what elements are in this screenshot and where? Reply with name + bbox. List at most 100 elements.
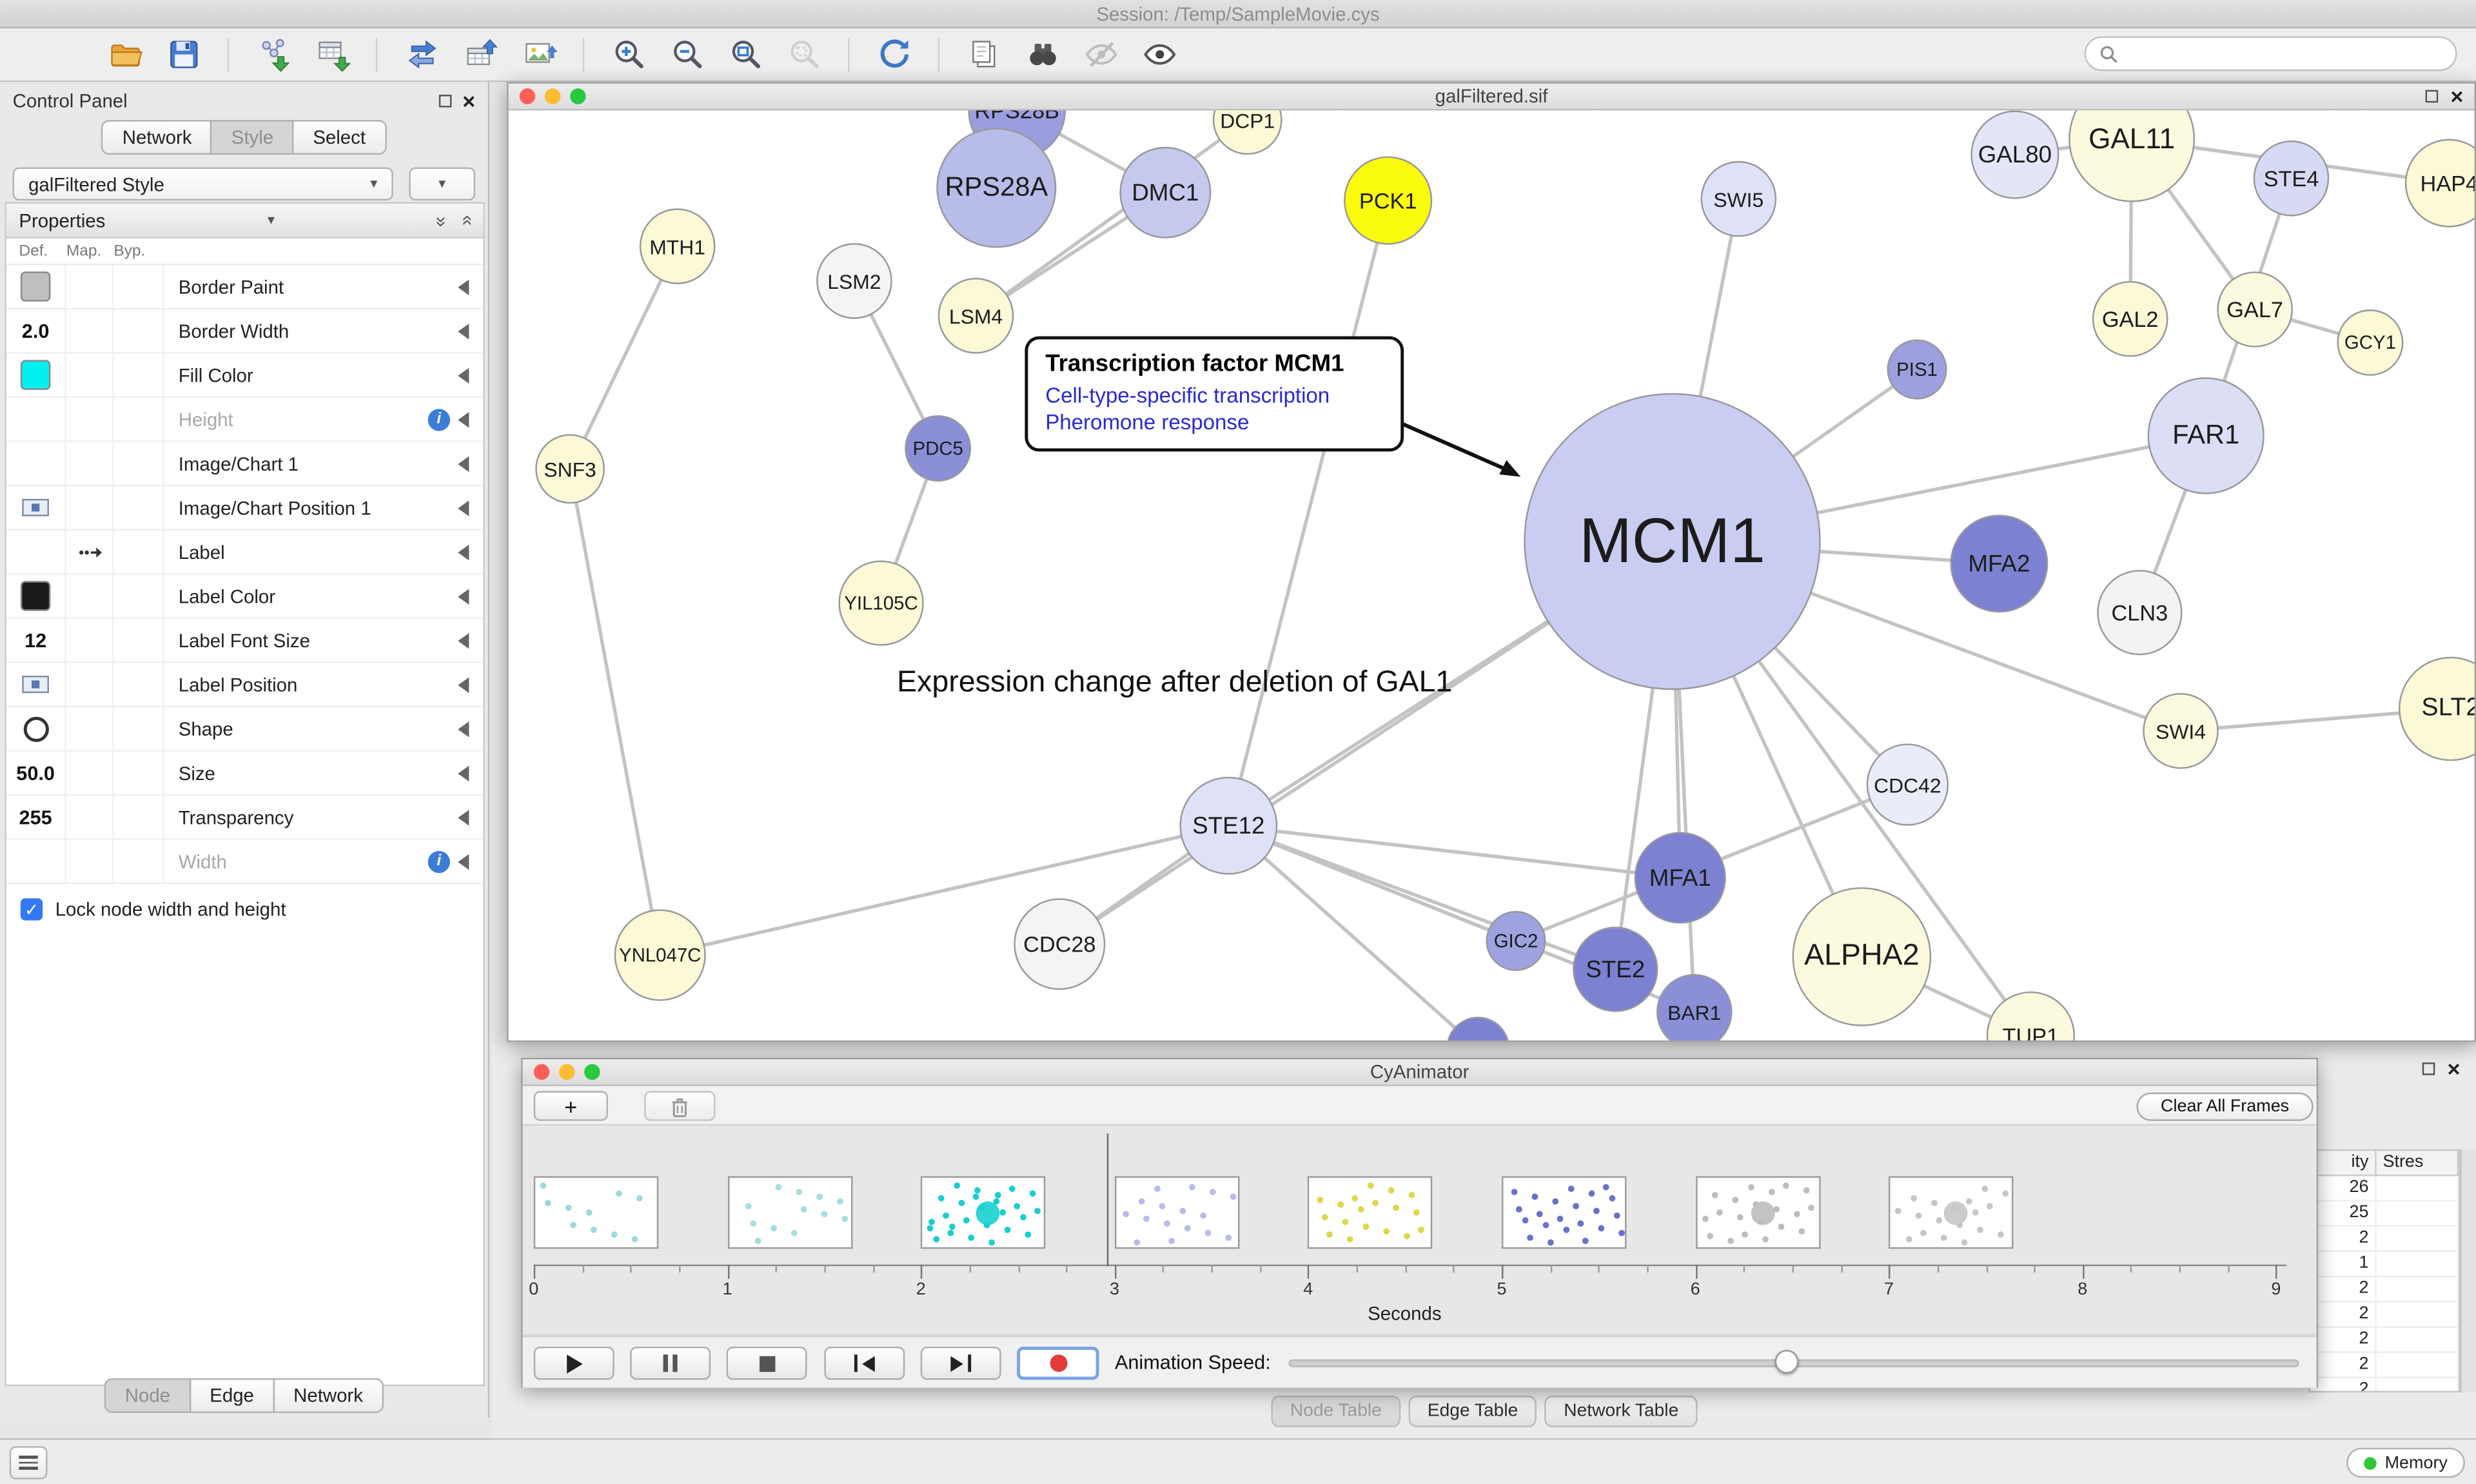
expand-property-icon[interactable] [458, 322, 469, 339]
annotation-link-2[interactable]: Pheromone response [1045, 410, 1250, 434]
bypass-cell[interactable] [113, 574, 164, 618]
frame-thumbnail-1[interactable] [727, 1176, 852, 1249]
checkbox-checked-icon[interactable]: ✓ [20, 898, 43, 921]
frame-thumbnail-3[interactable] [1114, 1176, 1239, 1249]
table-row[interactable]: 25 [2310, 1201, 2459, 1227]
clone-network-button[interactable] [960, 32, 1007, 77]
network-node-swi4[interactable]: SWI4 [2143, 693, 2219, 769]
collapse-all-icon[interactable]: » [455, 215, 477, 225]
pause-button[interactable] [630, 1346, 711, 1380]
frame-thumbnail-4[interactable] [1308, 1176, 1433, 1249]
record-button[interactable] [1017, 1346, 1099, 1380]
default-value-cell[interactable] [6, 839, 66, 883]
zoom-fit-button[interactable] [722, 32, 769, 77]
show-all-button[interactable] [1135, 32, 1183, 77]
zoom-traffic-light-icon[interactable] [570, 88, 586, 104]
default-value-cell[interactable] [6, 265, 66, 308]
export-table-button[interactable] [457, 32, 504, 77]
close-table-panel-icon[interactable]: × [2447, 1056, 2461, 1082]
frame-thumbnail-7[interactable] [1889, 1176, 2014, 1249]
properties-header[interactable]: Properties ▾ » » [6, 203, 484, 239]
bypass-cell[interactable] [113, 265, 164, 308]
mapping-cell[interactable] [66, 265, 114, 308]
import-table-button[interactable] [308, 32, 355, 77]
bypass-cell[interactable] [113, 663, 164, 706]
bypass-cell[interactable] [113, 707, 164, 750]
default-value-cell[interactable] [6, 353, 66, 396]
network-node-rps28a[interactable]: RPS28A [936, 128, 1057, 248]
annotation-link-1[interactable]: Cell-type-specific transcription [1045, 384, 1330, 407]
zoom-selected-button[interactable] [780, 32, 827, 77]
close-panel-icon[interactable]: × [462, 87, 476, 113]
tab-network[interactable]: Network [273, 1378, 384, 1413]
network-node-lsm2[interactable]: LSM2 [816, 243, 892, 319]
frame-thumbnail-2[interactable] [921, 1176, 1046, 1249]
bypass-cell[interactable] [113, 530, 164, 573]
network-node-cdc28[interactable]: CDC28 [1014, 898, 1106, 990]
close-traffic-light-icon[interactable] [533, 1064, 550, 1080]
bypass-cell[interactable] [113, 442, 164, 485]
table-row[interactable]: 2 [2310, 1327, 2459, 1353]
default-value-cell[interactable]: 50.0 [6, 751, 66, 794]
default-value-cell[interactable] [6, 707, 66, 750]
memory-button[interactable]: Memory [2346, 1447, 2465, 1478]
mapping-cell[interactable] [66, 353, 114, 396]
bypass-cell[interactable] [113, 751, 164, 794]
network-node-mfa2[interactable]: MFA2 [1950, 514, 2049, 613]
property-row-shape[interactable]: Shape [6, 707, 484, 752]
property-row-image-chart-1[interactable]: Image/Chart 1 [6, 442, 484, 487]
frame-thumbnail-6[interactable] [1695, 1176, 1820, 1249]
table-scrollbar[interactable] [2460, 1149, 2476, 1393]
property-row-border-paint[interactable]: Border Paint [6, 265, 484, 310]
expand-property-icon[interactable] [458, 588, 469, 604]
minimize-traffic-light-icon[interactable] [544, 88, 561, 104]
default-value-cell[interactable] [6, 530, 66, 573]
bypass-cell[interactable] [113, 839, 164, 883]
info-icon[interactable]: i [427, 850, 450, 873]
save-session-button[interactable] [159, 32, 206, 77]
table-row[interactable]: 2 [2310, 1378, 2459, 1391]
default-value-cell[interactable] [6, 486, 66, 529]
network-node-slt2[interactable]: SLT2 [2399, 656, 2475, 761]
tab-select[interactable]: Select [292, 120, 386, 155]
bypass-cell[interactable] [113, 353, 164, 396]
property-row-label-position[interactable]: Label Position [6, 663, 484, 708]
cyanimator-titlebar[interactable]: CyAnimator [522, 1059, 2317, 1086]
annotation-box[interactable]: Transcription factor MCM1 Cell-type-spec… [1025, 336, 1404, 452]
default-value-cell[interactable] [6, 442, 66, 485]
mapping-cell[interactable] [66, 442, 114, 485]
table-column-header[interactable]: ity [2310, 1151, 2377, 1175]
bypass-cell[interactable] [113, 796, 164, 839]
bypass-cell[interactable] [113, 486, 164, 529]
network-node-gal80[interactable]: GAL80 [1970, 110, 2059, 199]
expand-property-icon[interactable] [458, 720, 469, 737]
tab-node-table[interactable]: Node Table [1271, 1395, 1401, 1427]
mapping-cell[interactable] [66, 619, 114, 662]
mapping-cell[interactable] [66, 751, 114, 794]
bypass-cell[interactable] [113, 398, 164, 441]
table-row[interactable]: 26 [2310, 1176, 2459, 1202]
mapping-cell[interactable] [66, 707, 114, 750]
network-node-gic2[interactable]: GIC2 [1486, 911, 1546, 971]
default-value-cell[interactable] [6, 398, 66, 441]
network-node-cdc42[interactable]: CDC42 [1866, 743, 1949, 826]
expand-property-icon[interactable] [458, 278, 469, 295]
lock-size-row[interactable]: ✓ Lock node width and height [6, 884, 484, 934]
network-node-gal2[interactable]: GAL2 [2092, 280, 2168, 357]
network-node-pck1[interactable]: PCK1 [1344, 156, 1433, 245]
mapping-cell[interactable] [66, 530, 114, 573]
tab-network-table[interactable]: Network Table [1544, 1395, 1698, 1427]
style-select[interactable]: galFiltered Style ▾ [12, 167, 393, 201]
frame-thumbnail-0[interactable] [533, 1176, 659, 1249]
network-node-cln3[interactable]: CLN3 [2097, 570, 2183, 656]
tab-network[interactable]: Network [101, 120, 213, 155]
property-row-fill-color[interactable]: Fill Color [6, 353, 484, 398]
zoom-out-button[interactable] [663, 32, 711, 77]
network-node-mfa1[interactable]: MFA1 [1634, 832, 1726, 924]
mapping-cell[interactable] [66, 839, 114, 883]
frame-thumbnail-5[interactable] [1501, 1176, 1627, 1249]
